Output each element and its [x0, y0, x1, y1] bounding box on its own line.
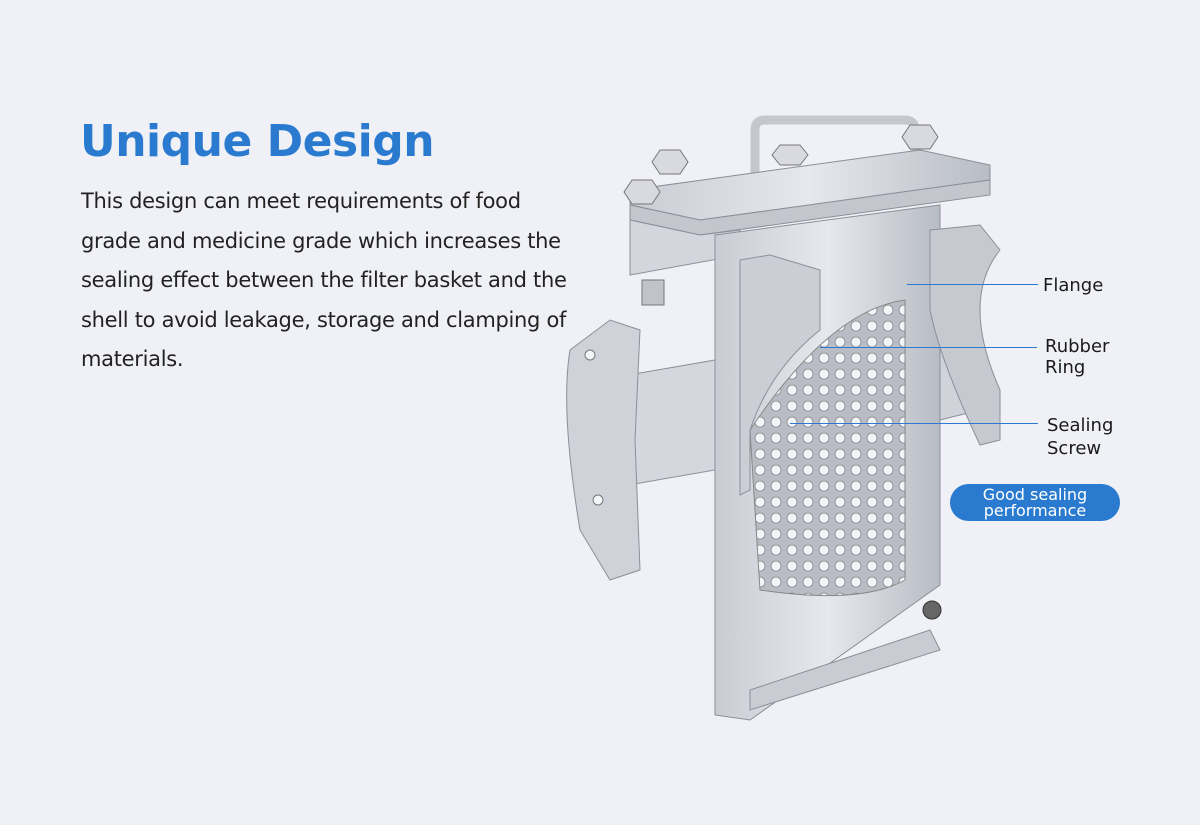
rubber-ring-label-line1: Rubber: [1045, 336, 1110, 357]
sealing-screw-label-line2: Screw: [1047, 438, 1102, 459]
basket-strainer-cutaway-illustration: [566, 115, 1001, 721]
rubber-ring-label: Rubber Ring: [1045, 336, 1109, 378]
description: This design can meet requirements of foo…: [81, 189, 567, 371]
page-title: Unique Design: [80, 116, 435, 167]
rubber-ring-leader-line: [820, 347, 1037, 348]
badge-text: Good sealing performance: [982, 484, 1088, 520]
sealing-screw-leader-line: [790, 423, 1038, 424]
sealing-screw-label: Sealing Screw: [1047, 414, 1113, 460]
flange-label: Flange: [1043, 275, 1103, 296]
flange-label-text: Flange: [1043, 275, 1104, 296]
good-sealing-badge: Good sealing performance: [950, 484, 1120, 521]
rubber-ring-label-line2: Ring: [1045, 357, 1086, 378]
flange-leader-line: [907, 284, 1038, 285]
sealing-screw-label-line1: Sealing: [1047, 415, 1114, 436]
